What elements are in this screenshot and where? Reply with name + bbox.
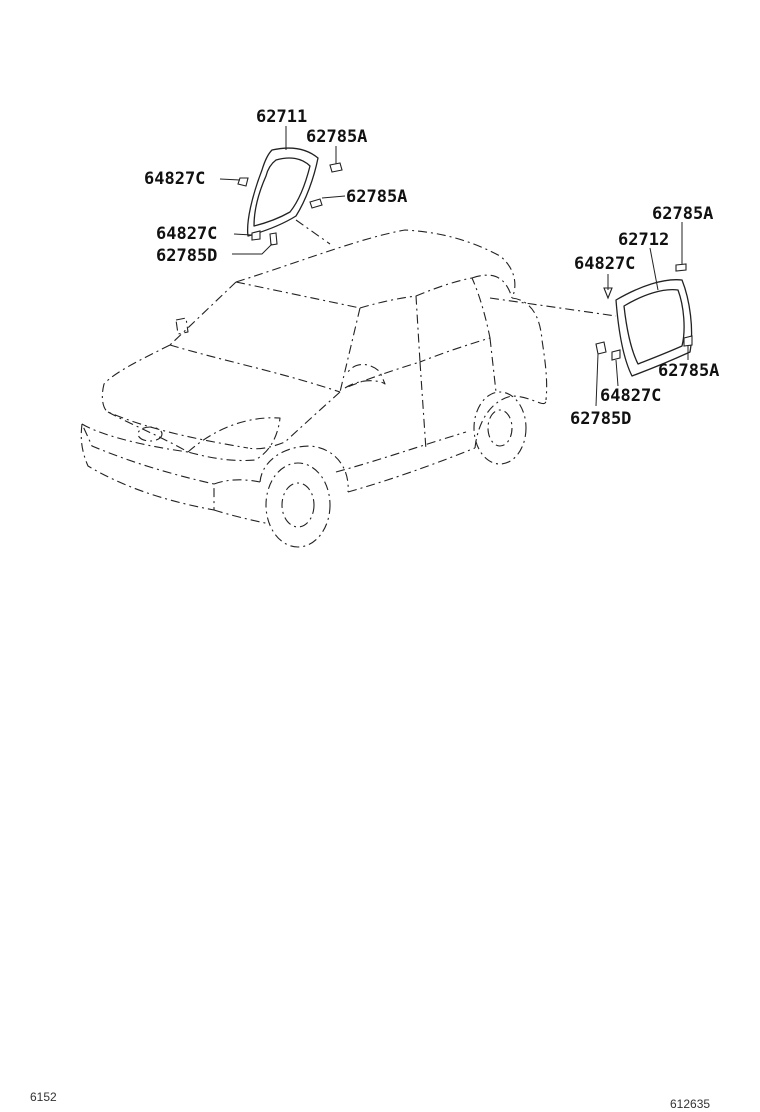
label-64827c-right-lower: 64827C (600, 386, 661, 406)
label-62785d-left: 62785D (156, 246, 217, 266)
left-clips (237, 162, 343, 246)
label-62711: 62711 (256, 107, 307, 127)
label-62785a-right-top: 62785A (652, 204, 713, 224)
right-quarter-window-62712 (615, 279, 693, 377)
label-62785a-right-lower: 62785A (658, 361, 719, 381)
link-line-left (295, 219, 331, 245)
left-quarter-window-62711 (246, 147, 319, 237)
label-62785a-top-left: 62785A (306, 127, 367, 147)
part-labels: 62711 62785A 64827C 62785A 64827C 62785D… (144, 107, 719, 429)
label-62785a-left-mid: 62785A (346, 187, 407, 207)
leader-lines (219, 126, 689, 407)
label-64827c-right-upper: 64827C (574, 254, 635, 274)
label-62712: 62712 (618, 230, 669, 250)
label-64827c-left-upper: 64827C (144, 169, 205, 189)
label-62785d-right: 62785D (570, 409, 631, 429)
link-line-right (489, 297, 617, 317)
label-64827c-left-lower: 64827C (156, 224, 217, 244)
footer-left-code: 6152 (30, 1090, 57, 1104)
right-clips (595, 263, 693, 361)
vehicle-outline (80, 229, 548, 548)
footer-right-code: 612635 (670, 1097, 710, 1111)
